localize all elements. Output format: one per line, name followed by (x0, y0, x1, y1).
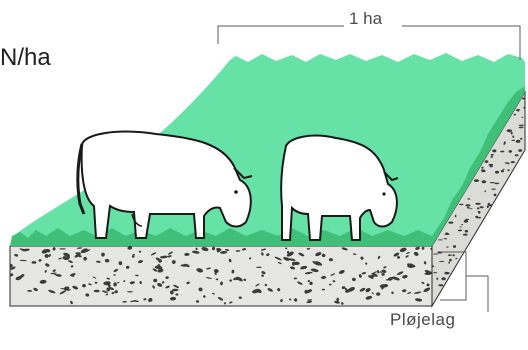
soil-speckle (476, 217, 481, 219)
soil-speckle (492, 149, 496, 152)
area-label: 1 ha (349, 9, 382, 29)
soil-speckle (446, 246, 448, 247)
soil-speckle (494, 194, 497, 197)
soil-speckle (438, 284, 443, 286)
soil-speckle (495, 171, 499, 174)
soil-speckle (500, 151, 504, 153)
soil-speckle (482, 180, 487, 183)
soil-speckle (448, 222, 453, 224)
soil-speckle (461, 224, 463, 225)
soil-speckle (480, 206, 484, 208)
soil-speckle (464, 220, 468, 223)
soil-speckle (490, 165, 493, 167)
soil-speckle (509, 150, 513, 153)
soil-speckle (501, 170, 504, 172)
soil-speckle (475, 203, 480, 205)
soil-speckle (441, 277, 445, 280)
soil-speckle (512, 136, 514, 138)
soil-speckle (522, 117, 524, 118)
soil-speckle (494, 183, 499, 185)
soil-speckle (453, 254, 455, 256)
soil-speckle (519, 127, 524, 129)
soil-speckle (482, 170, 486, 172)
soil-speckle (127, 291, 133, 292)
soil-speckle (450, 255, 452, 256)
soil-speckle (455, 258, 457, 259)
soil-speckle (445, 233, 450, 235)
soil-speckle (518, 149, 522, 152)
soil-speckle (490, 182, 495, 183)
soil-speckle (503, 143, 505, 145)
soil-speckle (474, 179, 479, 182)
soil-speckle (455, 215, 457, 218)
soil-speckle (522, 98, 527, 100)
soil-speckle (448, 262, 450, 264)
unit-label: N/ha (0, 44, 51, 72)
soil-speckle (458, 230, 462, 232)
soil-speckle (513, 114, 516, 116)
soil-speckle (465, 219, 469, 220)
soil-speckle (459, 204, 463, 205)
soil-speckle (491, 156, 493, 158)
soil-speckle (511, 140, 515, 141)
soil-speckle (444, 272, 449, 275)
soil-speckle (519, 125, 525, 126)
soil-speckle (511, 161, 515, 163)
soil-speckle (449, 259, 452, 262)
soil-speckle (516, 109, 520, 111)
soil-speckle (505, 162, 509, 163)
soil-speckle (463, 234, 468, 236)
soil-speckle (126, 266, 129, 269)
soil-speckle (485, 160, 489, 163)
soil-speckle (488, 164, 493, 166)
soil-speckle (436, 278, 438, 280)
soil-speckle (502, 169, 505, 170)
soil-speckle (453, 245, 456, 248)
soil-speckle (467, 198, 470, 199)
soil-speckle (469, 208, 472, 209)
soil-speckle (433, 272, 437, 273)
soil-layer-label: Pløjelag (390, 310, 455, 330)
soil-speckle (444, 238, 448, 239)
soil-speckle (477, 207, 480, 209)
soil-speckle (507, 169, 509, 171)
soil-speckle (484, 190, 486, 192)
soil-speckle (465, 230, 468, 233)
soil-speckle (460, 226, 463, 227)
soil-speckle (491, 154, 494, 155)
soil-speckle (465, 204, 470, 206)
soil-speckle (481, 167, 483, 169)
soil-speckle (511, 132, 513, 135)
soil-speckle (478, 211, 481, 213)
soil-speckle (467, 207, 470, 209)
soil-speckle (520, 138, 522, 140)
soil-speckle (433, 254, 438, 255)
soil-speckle (515, 154, 519, 156)
soil-speckle (491, 189, 496, 190)
soil-speckle (516, 140, 521, 143)
soil-speckle (438, 239, 443, 240)
soil-speckle (523, 107, 526, 109)
soil-speckle (439, 261, 444, 262)
soil-speckle (507, 129, 512, 132)
